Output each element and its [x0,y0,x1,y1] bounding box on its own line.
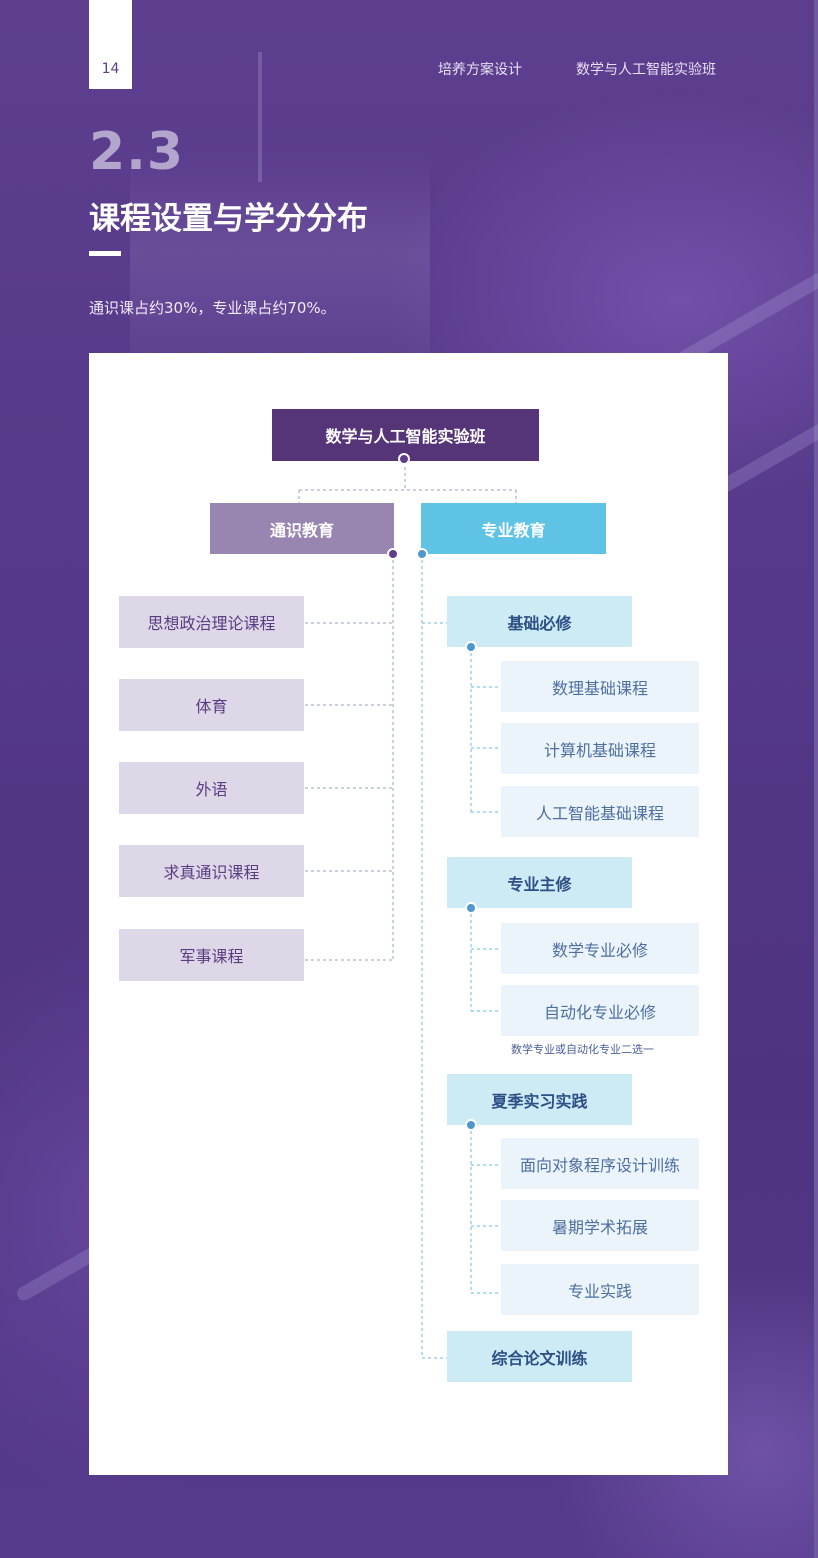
professional-sub-item: 计算机基础课程 [501,723,699,774]
node-dot [416,548,428,560]
professional-group: 综合论文训练 [447,1331,632,1382]
general-item: 思想政治理论课程 [119,596,304,648]
page-number-tab: 14 [89,0,132,89]
node-dot [465,902,477,914]
professional-sub-item: 面向对象程序设计训练 [501,1138,699,1189]
curriculum-diagram-card: 数学与人工智能实验班 通识教育 专业教育 思想政治理论课程 体育 外语 求真通识… [89,353,728,1475]
professional-sub-item: 暑期学术拓展 [501,1200,699,1251]
connector-group-1 [470,647,501,813]
professional-sub-item: 自动化专业必修 [501,985,699,1036]
professional-sub-item: 数理基础课程 [501,661,699,712]
category-general-education: 通识教育 [210,503,394,554]
elective-note: 数学专业或自动化专业二选一 [511,1043,654,1056]
general-item: 军事课程 [119,929,304,981]
header-link-class-name[interactable]: 数学与人工智能实验班 [576,62,716,78]
professional-sub-item: 专业实践 [501,1264,699,1315]
node-dot [465,641,477,653]
professional-sub-item: 人工智能基础课程 [501,786,699,837]
professional-sub-item: 数学专业必修 [501,923,699,974]
title-underline [89,251,121,256]
professional-group: 夏季实习实践 [447,1074,632,1125]
building-photo-backdrop [130,150,430,360]
node-dot [465,1119,477,1131]
professional-group: 基础必修 [447,596,632,647]
connector-group-3 [470,1125,501,1294]
connector-root [298,461,517,503]
category-professional-education: 专业教育 [421,503,606,554]
general-item: 体育 [119,679,304,731]
header-link-program-design[interactable]: 培养方案设计 [438,62,522,78]
intro-text: 通识课占约30%，专业课占约70%。 [89,299,336,317]
general-item: 求真通识课程 [119,845,304,897]
professional-group: 专业主修 [447,857,632,908]
general-item: 外语 [119,762,304,814]
root-program: 数学与人工智能实验班 [272,409,539,461]
page-number: 14 [101,61,120,77]
section-number: 2.3 [89,122,185,182]
page-edge [814,0,818,1558]
connector-group-2 [470,908,501,1012]
node-dot [398,453,410,465]
building-spire [258,52,262,182]
connector-lines [298,461,517,1359]
section-title: 课程设置与学分分布 [89,201,368,237]
connector-professional [421,554,447,1359]
connector-general [305,554,394,961]
node-dot [387,548,399,560]
